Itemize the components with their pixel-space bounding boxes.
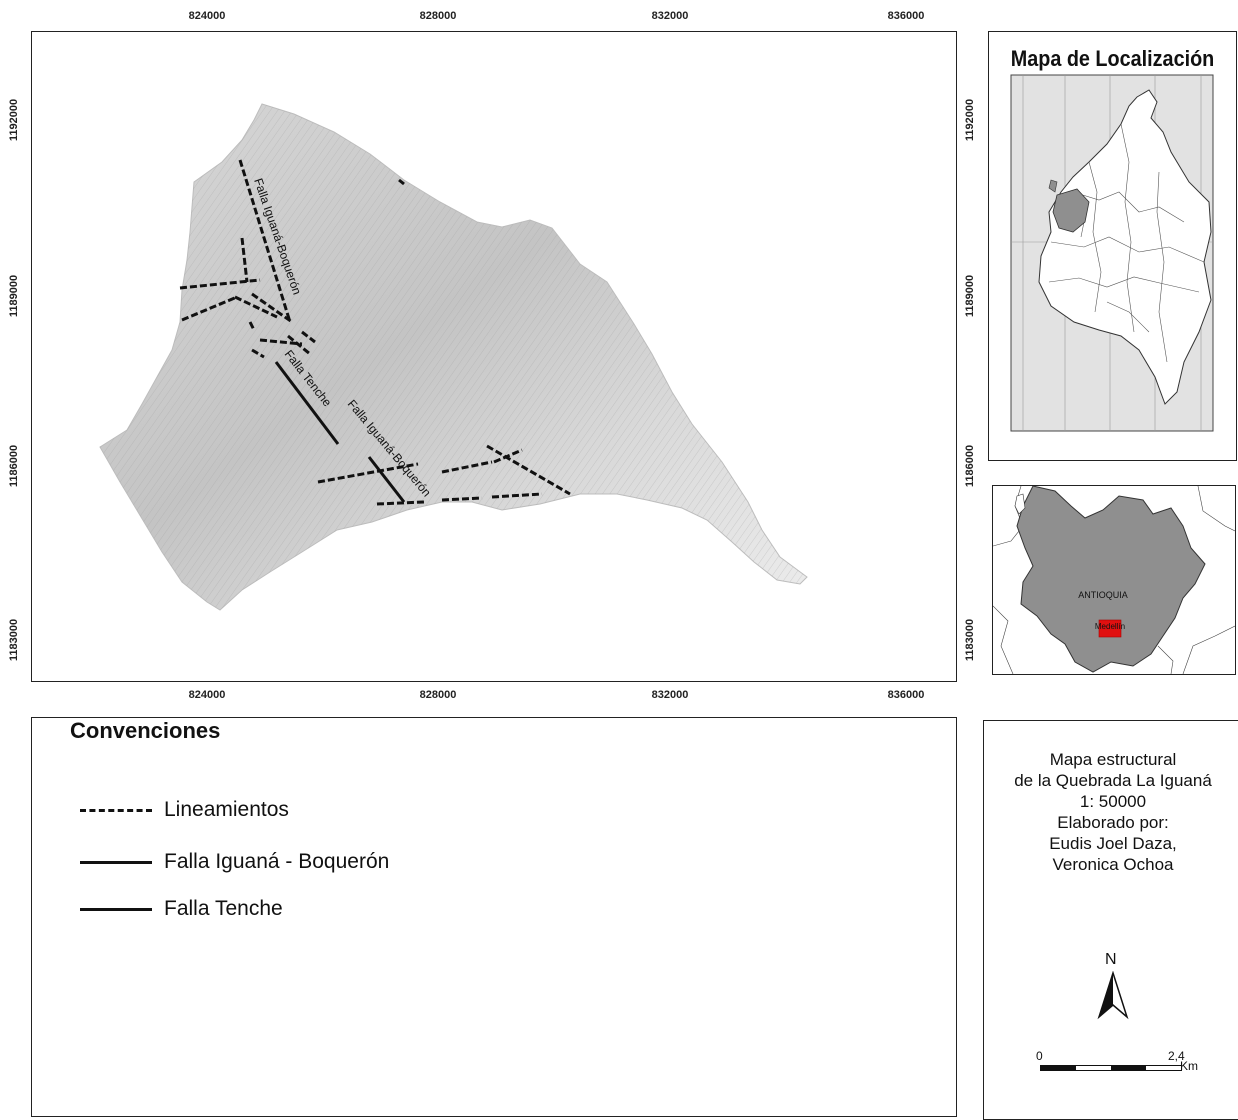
- north-label: N: [1105, 951, 1117, 968]
- northing-label-right-1: 1192000: [964, 98, 976, 142]
- lineament: [301, 330, 316, 344]
- legend-label-lineamientos: Lineamientos: [164, 798, 289, 821]
- northing-label-left-3: 1186000: [8, 444, 20, 488]
- lineament: [234, 295, 278, 319]
- lineament: [376, 500, 425, 506]
- title-block-panel: Mapa estructural de la Quebrada La Iguan…: [983, 720, 1238, 1120]
- legend-item-falla-iguana: Falla Iguaná - Boquerón: [80, 847, 389, 877]
- fault-iguana-boqueron: [367, 456, 406, 503]
- easting-label-bottom-1: 824000: [188, 689, 226, 701]
- location-map-title: Mapa de Localización: [1010, 46, 1215, 71]
- fault-tenche: [274, 361, 340, 445]
- author-heading: Elaborado por:: [1057, 813, 1169, 832]
- lineament: [251, 348, 265, 359]
- uraba-coast: [1048, 179, 1058, 193]
- colombia-outline: [1038, 89, 1212, 405]
- solid-line-symbol: [80, 860, 152, 864]
- scale-bar-start: 0: [1036, 1049, 1043, 1063]
- legend-title: Convenciones: [70, 718, 221, 743]
- scale-bar-end: 2,4: [1168, 1049, 1185, 1063]
- easting-label-bottom-2: 828000: [419, 689, 457, 701]
- easting-label-bottom-4: 836000: [887, 689, 925, 701]
- antioquia-map-canvas: ANTIOQUIA Medellín: [993, 486, 1235, 674]
- gulf-of-uraba: [1014, 493, 1026, 515]
- dashed-line-symbol: [80, 808, 152, 812]
- antioquia-shape: [1016, 486, 1206, 673]
- antioquia-department: [1052, 188, 1090, 233]
- easting-label-top-3: 832000: [651, 10, 689, 22]
- northing-label-left-2: 1189000: [8, 274, 20, 318]
- legend-label-falla-iguana: Falla Iguaná - Boquerón: [164, 850, 390, 873]
- lineament: [441, 460, 493, 474]
- lineament: [287, 334, 311, 356]
- lineament: [491, 492, 543, 499]
- legend-item-lineamientos: Lineamientos: [80, 795, 289, 825]
- lineament: [486, 444, 571, 496]
- easting-label-top-4: 836000: [887, 10, 925, 22]
- lineament: [251, 292, 293, 324]
- title-line-2: de la Quebrada La Iguaná: [1014, 771, 1212, 790]
- legend-label-falla-tenche: Falla Tenche: [164, 897, 283, 920]
- easting-label-bottom-3: 832000: [651, 689, 689, 701]
- lineament: [441, 496, 483, 502]
- colombia-map-canvas: [1010, 74, 1214, 432]
- antioquia-inset-frame[interactable]: ANTIOQUIA Medellín: [992, 485, 1236, 675]
- medellin-label: Medellín: [1095, 622, 1125, 631]
- main-map-frame[interactable]: Falla Iguaná-Boquerón Falla Tenche Falla…: [31, 31, 957, 682]
- lineament: [238, 159, 292, 323]
- lineament: [493, 448, 523, 464]
- antioquia-label: ANTIOQUIA: [1078, 590, 1128, 600]
- department-borders: [1048, 123, 1205, 363]
- scale-ratio: 1: 50000: [1079, 792, 1147, 811]
- northing-label-right-3: 1186000: [964, 444, 976, 488]
- legend-panel: Convenciones Lineamientos Falla Iguaná -…: [31, 717, 957, 1117]
- legend-item-falla-tenche: Falla Tenche: [80, 894, 283, 924]
- relief-shading-texture: [100, 104, 807, 610]
- title-line-1: Mapa estructural: [1049, 750, 1177, 769]
- map-title-block: Mapa estructural de la Quebrada La Iguan…: [984, 749, 1238, 875]
- easting-label-top-1: 824000: [188, 10, 226, 22]
- lineaments-layer: [179, 159, 571, 506]
- northing-label-right-2: 1189000: [964, 274, 976, 318]
- northing-label-left-1: 1192000: [8, 98, 20, 142]
- northing-label-left-4: 1183000: [8, 618, 20, 662]
- location-inset-frame[interactable]: Mapa de Localización: [988, 31, 1237, 461]
- author-1: Eudis Joel Daza,: [1049, 834, 1177, 853]
- scale-bar: [1040, 1065, 1182, 1071]
- north-arrow-icon: [1097, 971, 1129, 1020]
- easting-label-top-2: 828000: [419, 10, 457, 22]
- author-2: Veronica Ochoa: [1052, 855, 1174, 874]
- lineament: [398, 178, 405, 186]
- scale-bar-unit: Km: [1180, 1059, 1198, 1073]
- lineament: [248, 321, 256, 331]
- solid-line-symbol: [80, 907, 152, 911]
- lineament: [317, 462, 419, 484]
- main-map-canvas: Falla Iguaná-Boquerón Falla Tenche Falla…: [99, 103, 808, 611]
- northing-label-right-4: 1183000: [964, 618, 976, 662]
- study-area-highlight: [1098, 619, 1122, 638]
- faults-layer: [274, 361, 406, 503]
- lineament: [240, 237, 249, 283]
